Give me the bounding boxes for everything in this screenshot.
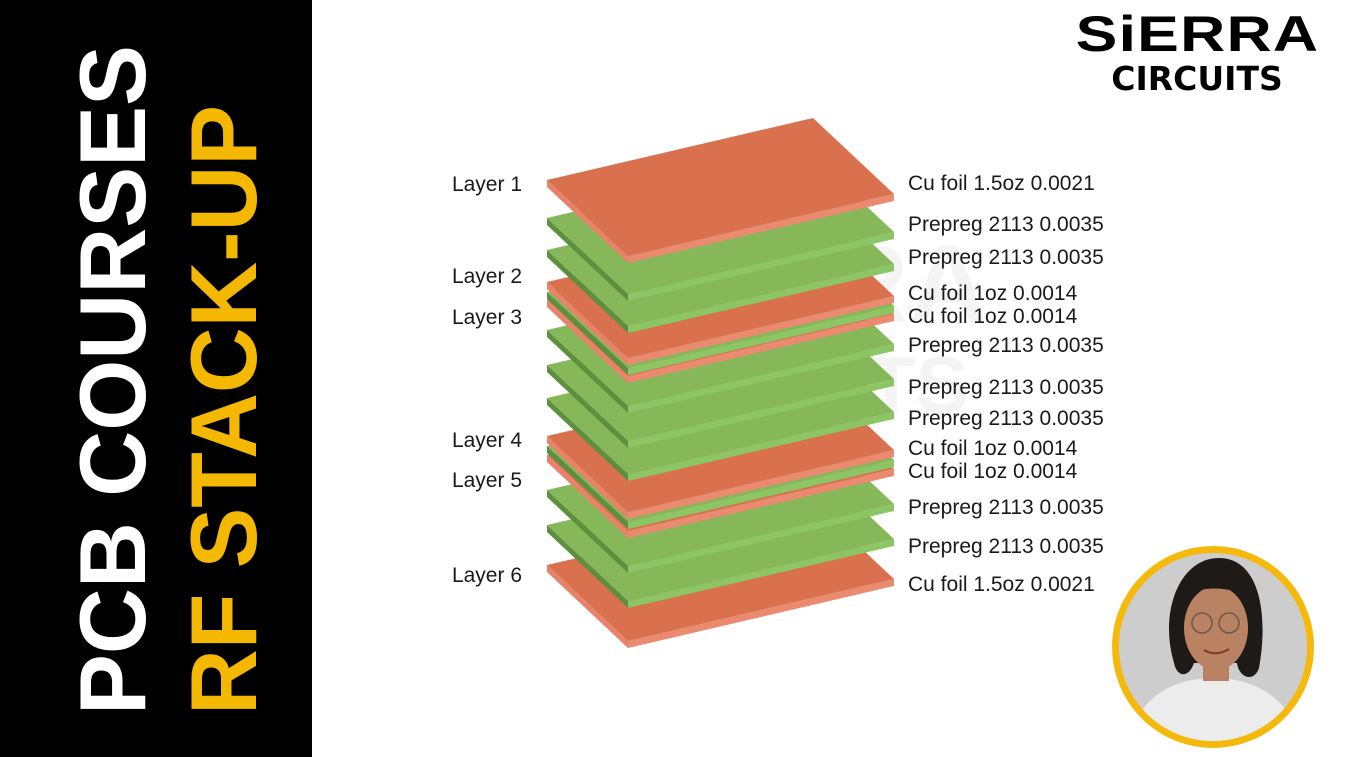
plate-front-edge	[628, 264, 894, 333]
plate-left-edge	[547, 300, 628, 383]
presenter-photo	[1112, 546, 1314, 748]
layer-label-1: Layer 1	[451, 173, 522, 196]
plate-front-edge	[628, 469, 894, 538]
plate-left-edge	[547, 292, 628, 375]
material-label: Prepreg 2113 0.0035	[908, 334, 1104, 357]
title-band: PCB COURSES RF STACK-UP	[0, 0, 312, 757]
material-label: Cu foil 1.5oz 0.0021	[908, 172, 1095, 195]
plate-left-edge	[547, 180, 628, 263]
plate-front-edge	[628, 539, 894, 608]
material-label: Prepreg 2113 0.0035	[908, 213, 1104, 236]
material-label: Prepreg 2113 0.0035	[908, 535, 1104, 558]
title-pcb-courses: PCB COURSES	[60, 45, 165, 715]
plate-front-edge	[628, 296, 894, 365]
material-label: Cu foil 1oz 0.0014	[908, 460, 1078, 483]
presenter-avatar-icon	[1119, 553, 1307, 741]
material-label: Cu foil 1oz 0.0014	[908, 282, 1078, 305]
material-label: Prepreg 2113 0.0035	[908, 246, 1104, 269]
plate-top	[547, 118, 894, 256]
copper-plate	[547, 118, 894, 263]
layer-label-5: Layer 5	[451, 469, 522, 492]
plate-left-edge	[547, 525, 628, 608]
plate-front-edge	[628, 194, 894, 263]
plate-front-edge	[628, 344, 894, 413]
title-rf-stack-up: RF STACK-UP	[171, 105, 276, 715]
plate-left-edge	[547, 436, 628, 519]
logo-line1: SiERRA	[1075, 6, 1319, 62]
plate-left-edge	[547, 365, 628, 448]
plate-left-edge	[547, 218, 628, 301]
layer-label-6: Layer 6	[451, 564, 522, 587]
plate-left-edge	[547, 398, 628, 481]
material-label: Prepreg 2113 0.0035	[908, 376, 1104, 399]
title-text-svg: PCB COURSES RF STACK-UP	[60, 45, 276, 715]
plate-front-edge	[628, 379, 894, 448]
logo-line2: CIRCUITS	[1111, 59, 1283, 98]
sierra-circuits-logo: SiERRA CIRCUITS	[1052, 8, 1342, 98]
plate-front-edge	[628, 450, 894, 519]
material-label: Cu foil 1oz 0.0014	[908, 437, 1078, 460]
plate-front-edge	[628, 412, 894, 481]
material-label: Cu foil 1.5oz 0.0021	[908, 573, 1095, 596]
plate-front-edge	[628, 460, 894, 529]
plate-left-edge	[547, 455, 628, 538]
plate-front-edge	[628, 314, 894, 383]
material-label: Cu foil 1oz 0.0014	[908, 305, 1078, 328]
plate-left-edge	[547, 565, 628, 648]
layer-label-2: Layer 2	[451, 265, 522, 288]
plate-left-edge	[547, 282, 628, 365]
material-label: Prepreg 2113 0.0035	[908, 496, 1104, 519]
plate-front-edge	[628, 579, 894, 648]
layer-label-3: Layer 3	[451, 306, 522, 329]
plate-left-edge	[547, 446, 628, 529]
plate-left-edge	[547, 250, 628, 333]
plate-front-edge	[628, 232, 894, 301]
plate-left-edge	[547, 330, 628, 413]
material-label: Prepreg 2113 0.0035	[908, 407, 1104, 430]
plate-front-edge	[628, 306, 894, 375]
plate-left-edge	[547, 490, 628, 573]
plate-front-edge	[628, 504, 894, 573]
layer-label-4: Layer 4	[451, 429, 522, 452]
